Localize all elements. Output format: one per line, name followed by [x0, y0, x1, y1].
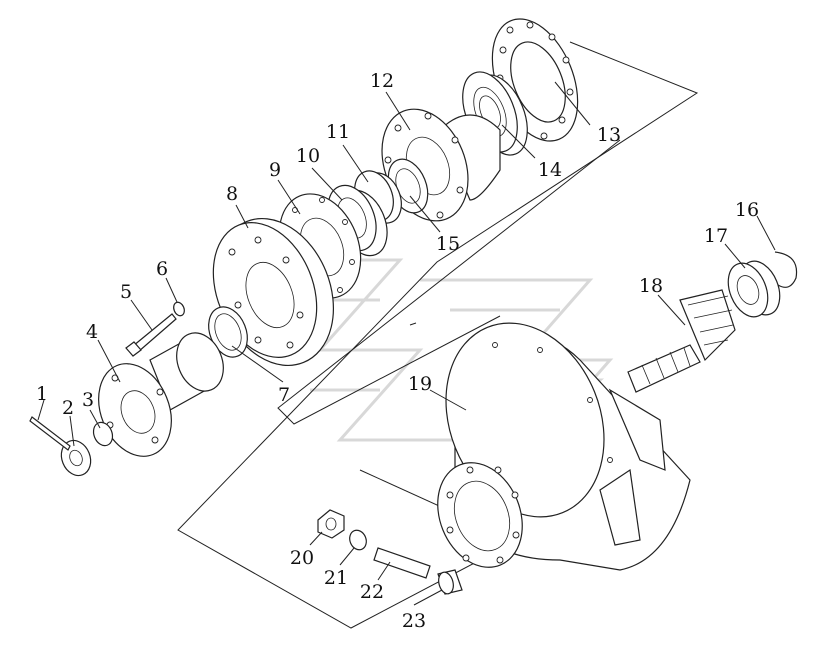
callout-6: 6: [156, 258, 168, 280]
callout-21: 21: [324, 567, 348, 589]
callout-2: 2: [62, 397, 74, 419]
part-22-stud: [373, 547, 431, 579]
callout-1: 1: [36, 383, 48, 405]
leader-lines: [37, 81, 776, 606]
callout-19: 19: [408, 373, 432, 395]
callout-7: 7: [278, 384, 290, 406]
part-6-washer: [173, 301, 185, 317]
part-23-bushing: [437, 569, 463, 595]
callout-14: 14: [538, 159, 562, 181]
callout-labels: 1 2 3 4 5 6 7 8 9 10 11 12 13 14 15 16 1…: [36, 70, 759, 632]
callout-17: 17: [704, 225, 728, 247]
callout-16: 16: [735, 199, 759, 221]
part-20-nut: [317, 509, 345, 539]
part-5-bolt: [125, 313, 177, 357]
part-21-lock-washer: [349, 529, 367, 551]
callout-10: 10: [296, 145, 320, 167]
part-18-drive-pinion: [627, 289, 736, 393]
part-16-snap-ring: [774, 251, 798, 288]
callout-9: 9: [269, 159, 281, 181]
callout-11: 11: [326, 121, 350, 143]
callout-15: 15: [436, 233, 460, 255]
callout-18: 18: [639, 275, 663, 297]
callout-23: 23: [402, 610, 426, 632]
callout-22: 22: [360, 581, 384, 603]
callout-3: 3: [82, 389, 94, 411]
callout-5: 5: [120, 281, 132, 303]
part-4-companion-flange: [98, 332, 224, 457]
part-3-o-ring: [92, 421, 114, 447]
callout-13: 13: [597, 124, 621, 146]
part-1-cotter-pin: [29, 416, 71, 451]
callout-8: 8: [226, 183, 238, 205]
part-7-oil-seal: [208, 306, 248, 358]
callout-4: 4: [86, 321, 98, 343]
callout-12: 12: [370, 70, 394, 92]
callout-20: 20: [290, 547, 314, 569]
part-19-carrier: [437, 322, 691, 571]
part-17-bearing: [727, 260, 781, 318]
